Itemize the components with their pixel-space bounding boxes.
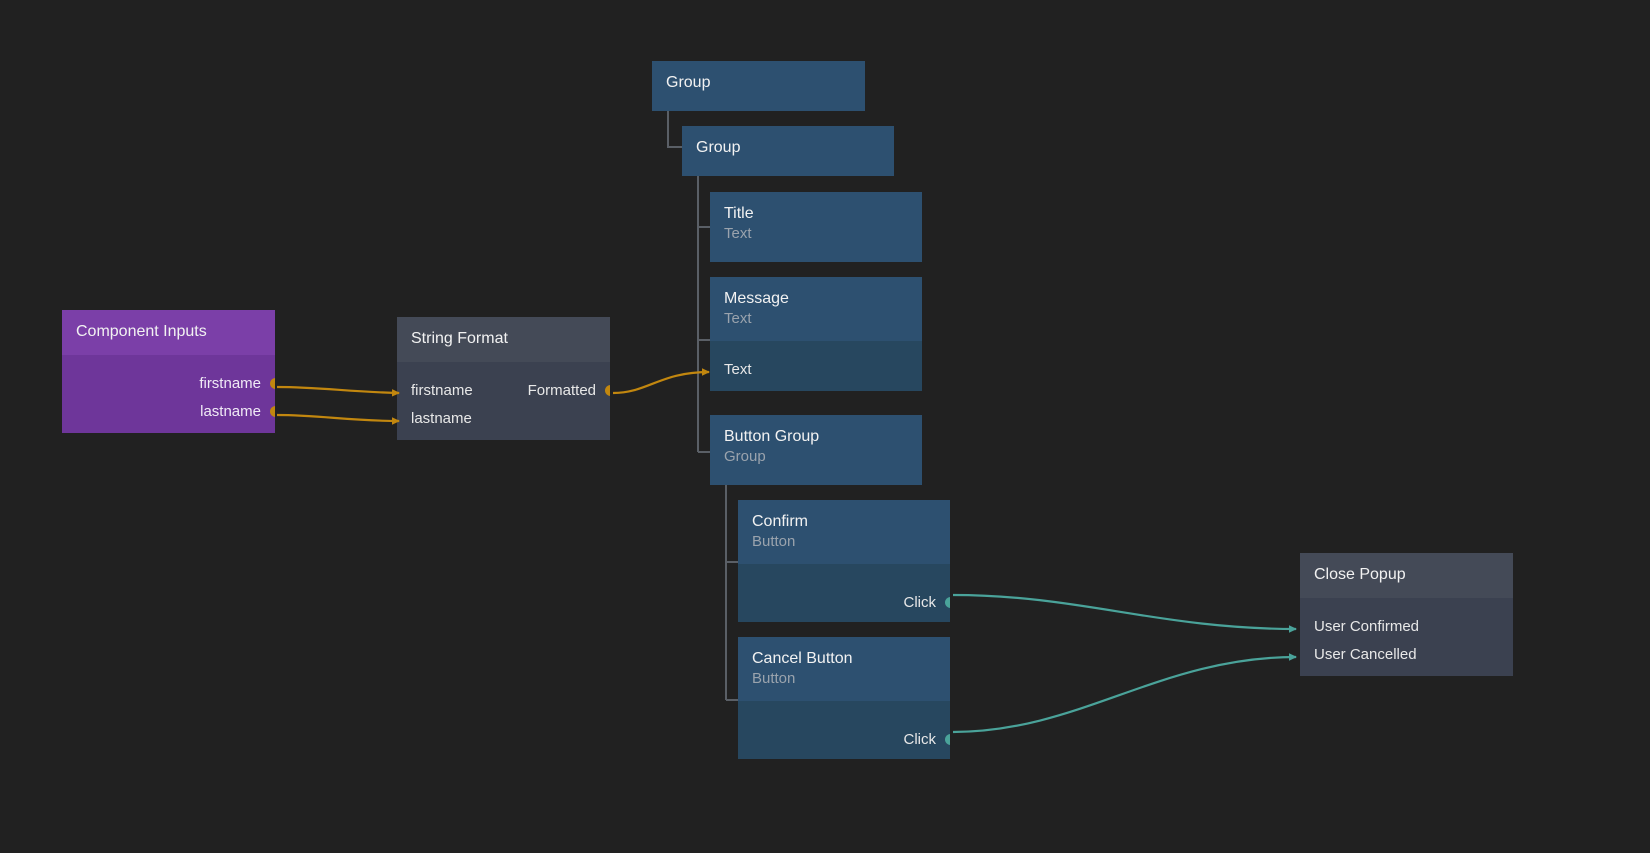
wire-lastname: [276, 413, 400, 425]
node-body: Click: [738, 564, 950, 622]
output-port-click[interactable]: Click: [738, 588, 950, 616]
port-label: lastname: [200, 402, 261, 420]
node-header: Component Inputs: [62, 310, 275, 355]
output-port-click[interactable]: Click: [738, 725, 950, 753]
port-label: Text: [724, 360, 752, 378]
wire-formatted-to-text: [612, 368, 710, 395]
node-subtitle: Button: [752, 670, 796, 687]
node-title: Component Inputs: [76, 323, 207, 340]
node-title: Group: [696, 139, 741, 156]
node-body: Text: [710, 341, 922, 391]
wire-confirm-click: [952, 593, 1297, 633]
node-component-inputs[interactable]: Component Inputs firstname lastname: [62, 310, 275, 444]
port-label: User Cancelled: [1314, 645, 1417, 663]
node-title-text[interactable]: Title Text: [710, 192, 922, 262]
port-label: firstname: [199, 374, 261, 392]
node-string-format[interactable]: String Format firstname Formatted lastna…: [397, 317, 610, 451]
port-dot-icon[interactable]: [270, 405, 275, 417]
node-title: Group: [666, 74, 711, 91]
node-title: String Format: [411, 330, 508, 347]
port-dot-icon[interactable]: [605, 384, 610, 396]
node-title: Close Popup: [1314, 566, 1406, 583]
node-header: String Format: [397, 317, 610, 362]
input-port-firstname[interactable]: firstname: [397, 376, 610, 404]
port-label: firstname: [411, 381, 473, 399]
port-label: Click: [903, 730, 937, 748]
port-row: firstname Formatted: [397, 376, 610, 404]
node-message-text[interactable]: Message Text Text: [710, 277, 922, 403]
node-header: Close Popup: [1300, 553, 1513, 598]
node-group-outer[interactable]: Group: [652, 61, 865, 111]
node-title: Cancel Button: [752, 650, 853, 667]
node-header: Group: [652, 61, 865, 106]
port-label: Click: [903, 593, 937, 611]
node-body: firstname Formatted lastname: [397, 362, 610, 440]
input-port-text[interactable]: Text: [710, 355, 922, 383]
node-header: Cancel Button Button: [738, 637, 950, 701]
port-label: User Confirmed: [1314, 617, 1420, 635]
node-subtitle: Text: [724, 225, 752, 242]
node-subtitle: Button: [752, 533, 796, 550]
input-port-user-confirmed[interactable]: User Confirmed: [1300, 612, 1513, 640]
node-title: Button Group: [724, 428, 820, 445]
port-label: Formatted: [527, 381, 596, 399]
output-port-formatted[interactable]: Formatted: [397, 376, 610, 404]
node-header: Confirm Button: [738, 500, 950, 564]
input-port-user-cancelled[interactable]: User Cancelled: [1300, 640, 1513, 668]
node-title: Message: [724, 290, 789, 307]
output-port-lastname[interactable]: lastname: [62, 397, 275, 425]
wire-cancel-click: [952, 653, 1297, 734]
node-header: Message Text: [710, 277, 922, 341]
node-body: Click: [738, 701, 950, 759]
port-dot-icon[interactable]: [945, 596, 950, 608]
node-header: Group: [682, 126, 894, 171]
port-dot-icon[interactable]: [270, 377, 275, 389]
input-port-lastname[interactable]: lastname: [397, 404, 610, 432]
node-close-popup[interactable]: Close Popup User Confirmed User Cancelle…: [1300, 553, 1513, 685]
node-button-group[interactable]: Button Group Group: [710, 415, 922, 485]
output-port-firstname[interactable]: firstname: [62, 369, 275, 397]
node-subtitle: Text: [724, 310, 752, 327]
node-title: Title: [724, 205, 754, 222]
node-title: Confirm: [752, 513, 809, 530]
port-label: lastname: [411, 409, 472, 427]
node-body: firstname lastname: [62, 355, 275, 433]
port-dot-icon[interactable]: [945, 733, 950, 745]
node-group-inner[interactable]: Group: [682, 126, 894, 176]
node-confirm-button[interactable]: Confirm Button Click: [738, 500, 950, 622]
node-cancel-button[interactable]: Cancel Button Button Click: [738, 637, 950, 759]
wire-firstname: [276, 385, 400, 397]
node-header: Button Group Group: [710, 415, 922, 479]
node-subtitle: Group: [724, 448, 766, 465]
node-body: User Confirmed User Cancelled: [1300, 598, 1513, 676]
node-header: Title Text: [710, 192, 922, 256]
